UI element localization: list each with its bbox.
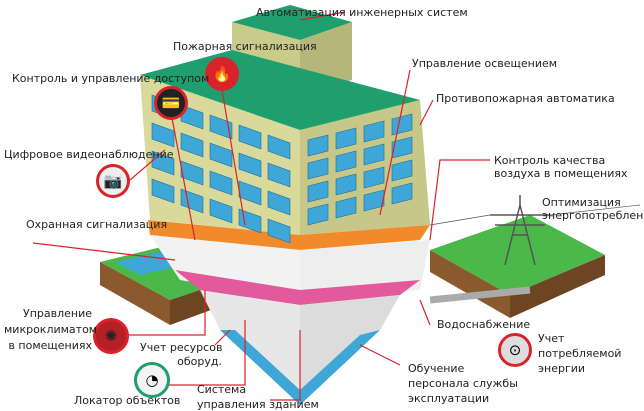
windows (151, 94, 413, 244)
leader-lines (32, 11, 490, 401)
camera-icon: 📷 (96, 164, 130, 198)
label-line: Учет ресурсов (140, 341, 223, 354)
window (335, 150, 357, 173)
label-line: энергопотребления (542, 209, 644, 222)
label-fire-alarm: Пожарная сигнализация (173, 40, 317, 53)
window (363, 143, 385, 166)
window (180, 132, 204, 158)
window (363, 166, 385, 189)
label-line: Контроль качества (494, 154, 606, 167)
label-line: оборуд. (177, 355, 222, 368)
window (267, 162, 291, 188)
window (391, 159, 413, 182)
access-card-icon: 💳 (154, 86, 188, 120)
window (335, 196, 357, 219)
label-access-control: Контроль и управление доступом (12, 72, 210, 85)
label-line: Система (197, 383, 247, 396)
power-pylon (429, 195, 641, 266)
fan-icon: ✺ (93, 318, 129, 354)
label-line: воздуха в помещениях (494, 167, 628, 180)
label-line: в помещениях (8, 339, 92, 352)
window (391, 136, 413, 159)
energy-meter-icon: ⊙ (498, 333, 532, 367)
label-line: энергии (538, 362, 586, 375)
window (307, 157, 329, 180)
label-line: Учет (538, 332, 565, 345)
label-energy-meter: Учет потребляемой энергии (538, 331, 621, 376)
window (238, 152, 262, 178)
window (391, 113, 413, 136)
window (335, 127, 357, 150)
window (307, 134, 329, 157)
label-line: Оптимизация (542, 196, 621, 209)
window (238, 208, 262, 234)
window (307, 180, 329, 203)
window (151, 122, 175, 148)
label-line: Управление (22, 307, 92, 320)
label-climate: Управление микроклиматом в помещениях (4, 306, 97, 354)
label-lighting: Управление освещением (412, 57, 558, 70)
label-water: Водоснабжение (437, 318, 531, 331)
window (363, 189, 385, 212)
label-line: персонала службы (408, 377, 518, 390)
gauge-icon: ◔ (134, 362, 170, 398)
window (363, 120, 385, 143)
window (267, 218, 291, 244)
window (209, 170, 233, 196)
label-bms: Система управления зданием (197, 382, 319, 411)
window (267, 190, 291, 216)
window (209, 114, 233, 140)
label-training: Обучение персонала службы эксплуатации (408, 361, 518, 406)
label-automation: Автоматизация инженерных систем (256, 6, 468, 19)
window (151, 178, 175, 204)
window (307, 203, 329, 226)
window (335, 173, 357, 196)
label-line: эксплуатации (408, 392, 490, 405)
label-line: микроклиматом (4, 323, 98, 336)
fire-icon: 🔥 (205, 57, 239, 91)
window (267, 134, 291, 160)
label-video: Цифровое видеонаблюдение (4, 148, 174, 161)
label-energy-optimization: Оптимизацияэнергопотребления (542, 196, 644, 222)
ground-right (429, 215, 605, 318)
window (391, 182, 413, 205)
label-security-alarm: Охранная сигнализация (26, 218, 168, 231)
label-fire-automation: Противопожарная автоматика (436, 92, 615, 105)
window (238, 124, 262, 150)
label-locator: Локатор объектов (74, 394, 181, 407)
window (209, 142, 233, 168)
window (180, 160, 204, 186)
label-line: Обучение (408, 362, 465, 375)
window (209, 198, 233, 224)
label-line: потребляемой (538, 347, 622, 360)
label-line: управления зданием (197, 398, 319, 411)
